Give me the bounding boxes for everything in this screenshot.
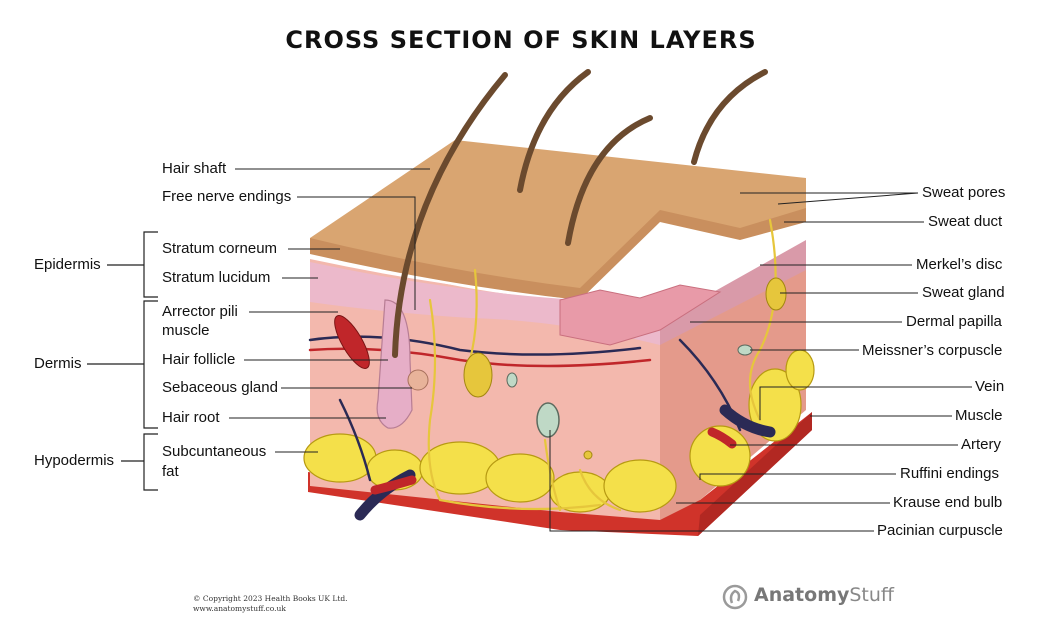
krause-end-bulb bbox=[583, 450, 593, 460]
label-meissners-corpuscle: Meissner’s corpuscle bbox=[862, 342, 1003, 359]
label-sweat-duct: Sweat duct bbox=[928, 213, 1003, 230]
label-ruffini-endings: Ruffini endings bbox=[900, 465, 999, 482]
brand-logo-icon bbox=[722, 584, 748, 610]
hair-shafts bbox=[392, 69, 768, 358]
label-sweat-gland: Sweat gland bbox=[922, 284, 1005, 301]
leader-lines bbox=[229, 168, 972, 532]
meissner-corpuscle bbox=[506, 372, 518, 388]
label-subcutaneous: Subcuntaneous bbox=[162, 443, 267, 460]
artery-large bbox=[370, 475, 417, 495]
label-stratum-corneum: Stratum corneum bbox=[162, 240, 278, 257]
copyright-notice: © Copyright 2023 Health Books UK Ltd. ww… bbox=[193, 594, 348, 614]
vein-side bbox=[719, 404, 776, 438]
group-brackets bbox=[87, 231, 158, 491]
artery-side bbox=[707, 427, 737, 449]
sweat-gland-front bbox=[463, 352, 493, 398]
label-free-nerve-endings: Free nerve endings bbox=[162, 188, 292, 205]
label-sebaceous-gland: Sebaceous gland bbox=[162, 379, 278, 396]
nerves bbox=[427, 218, 777, 512]
group-label-dermis: Dermis bbox=[34, 355, 82, 372]
stratum-band-side bbox=[660, 240, 806, 345]
label-dermal-papilla: Dermal papilla bbox=[906, 313, 1002, 330]
label-muscle: Muscle bbox=[955, 407, 1003, 424]
hair-follicle bbox=[376, 299, 413, 429]
sebaceous-gland bbox=[407, 369, 429, 391]
epidermis-front-edge bbox=[310, 208, 806, 300]
label-krause-end-bulb: Krause end bulb bbox=[893, 494, 1003, 511]
copyright-line: © Copyright 2023 Health Books UK Ltd. bbox=[193, 594, 348, 603]
diagram-title: CROSS SECTION OF SKIN LAYERS bbox=[285, 26, 757, 54]
label-vein: Vein bbox=[975, 378, 1005, 395]
group-label-hypodermis: Hypodermis bbox=[34, 452, 115, 469]
brand-part-1: Anatomy bbox=[754, 584, 850, 606]
label-arrector-pili-muscle: muscle bbox=[162, 322, 210, 339]
brand-part-2: Stuff bbox=[849, 584, 895, 606]
label-sweat-pores: Sweat pores bbox=[922, 184, 1006, 201]
brand-wordmark: AnatomyStuff bbox=[754, 584, 894, 606]
copyright-url: www.anatomystuff.co.uk bbox=[193, 604, 286, 613]
label-hair-shaft: Hair shaft bbox=[162, 160, 227, 177]
label-arrector-pili: Arrector pili bbox=[162, 303, 238, 320]
meissner-corpuscle-side bbox=[737, 344, 753, 356]
label-artery: Artery bbox=[961, 436, 1002, 453]
group-label-epidermis: Epidermis bbox=[34, 256, 101, 273]
pacinian-corpuscle bbox=[536, 402, 560, 438]
sweat-gland-side bbox=[765, 277, 787, 311]
label-hair-follicle: Hair follicle bbox=[162, 351, 236, 368]
arrector-pili-muscle bbox=[334, 315, 370, 369]
dermal-papilla bbox=[559, 284, 722, 346]
label-hair-root: Hair root bbox=[162, 409, 220, 426]
brand-logo: AnatomyStuff bbox=[722, 584, 894, 606]
label-stratum-lucidum: Stratum lucidum bbox=[162, 269, 271, 286]
label-fat: fat bbox=[162, 463, 179, 480]
label-merkels-disc: Merkel’s disc bbox=[916, 256, 1003, 273]
label-pacinian-corpuscle: Pacinian curpuscle bbox=[877, 522, 1003, 539]
